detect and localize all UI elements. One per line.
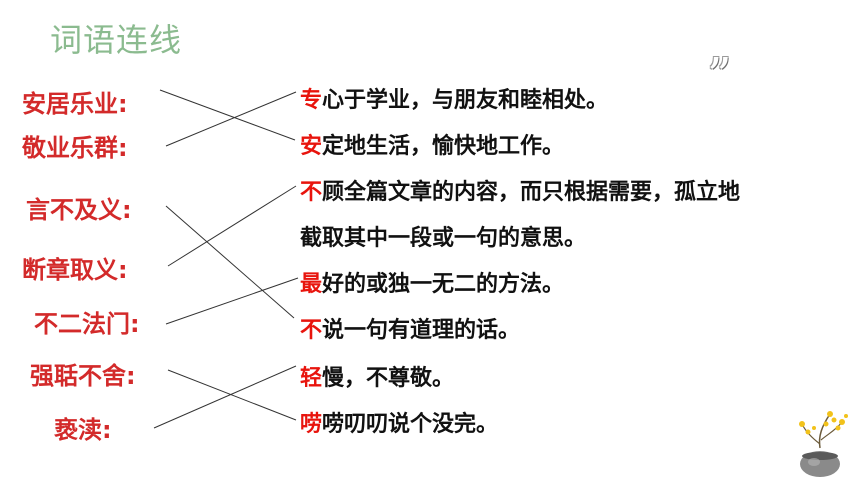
definition-initial: 专: [300, 88, 323, 113]
definition-initial: 安: [300, 134, 323, 159]
slide-title: 词语连线: [50, 21, 183, 59]
definition-text: 好的或独一无二的方法。: [322, 272, 565, 297]
definition-line: 最好的或独一无二的方法。: [300, 266, 564, 298]
definition-text: 顾全篇文章的内容，而只根据需要，孤立地: [322, 180, 741, 205]
term-qiangguo-bushe: 强聒不舍:: [30, 362, 136, 390]
match-line: [167, 185, 297, 267]
definition-initial: 唠: [300, 412, 323, 437]
term-buer-famen: 不二法门:: [34, 310, 140, 338]
definition-line: 不说一句有道理的话。: [300, 312, 520, 344]
definition-line: 不顾全篇文章的内容，而只根据需要，孤立地: [300, 174, 740, 206]
definition-line: 截取其中一段或一句的意思。: [300, 220, 586, 252]
quote-mark-icon: ”: [707, 48, 732, 104]
definition-initial: 不: [300, 180, 323, 205]
definition-line: 专心于学业，与朋友和睦相处。: [300, 82, 608, 114]
definition-text: 心于学业，与朋友和睦相处。: [322, 88, 609, 113]
definition-initial: 不: [300, 318, 323, 343]
definition-line: 轻慢，不尊敬。: [300, 360, 454, 392]
match-line: [167, 369, 297, 421]
term-xiedu: 亵渎:: [54, 416, 112, 444]
definition-text: 截取其中一段或一句的意思。: [300, 226, 587, 251]
match-line: [153, 365, 297, 429]
match-line: [165, 277, 299, 325]
plant-pot-icon: [799, 411, 848, 477]
definition-text: 定地生活，愉快地工作。: [322, 134, 565, 159]
definition-initial: 最: [300, 272, 323, 297]
match-line: [159, 89, 296, 141]
definition-line: 安定地生活，愉快地工作。: [300, 128, 564, 160]
term-jingye-lequn: 敬业乐群:: [22, 134, 128, 162]
definition-initial: 轻: [300, 366, 323, 391]
term-anju-leye: 安居乐业:: [22, 90, 128, 118]
match-line: [165, 205, 295, 319]
definition-line: 唠唠叨叨说个没完。: [300, 406, 498, 438]
definition-text: 唠叨叨说个没完。: [322, 412, 499, 437]
definition-text: 慢，不尊敬。: [322, 366, 455, 391]
term-yanbu-jiyi: 言不及义:: [26, 196, 132, 224]
match-line: [165, 91, 297, 147]
definition-text: 说一句有道理的话。: [322, 318, 521, 343]
term-duanzhang-quyi: 断章取义:: [22, 256, 128, 284]
